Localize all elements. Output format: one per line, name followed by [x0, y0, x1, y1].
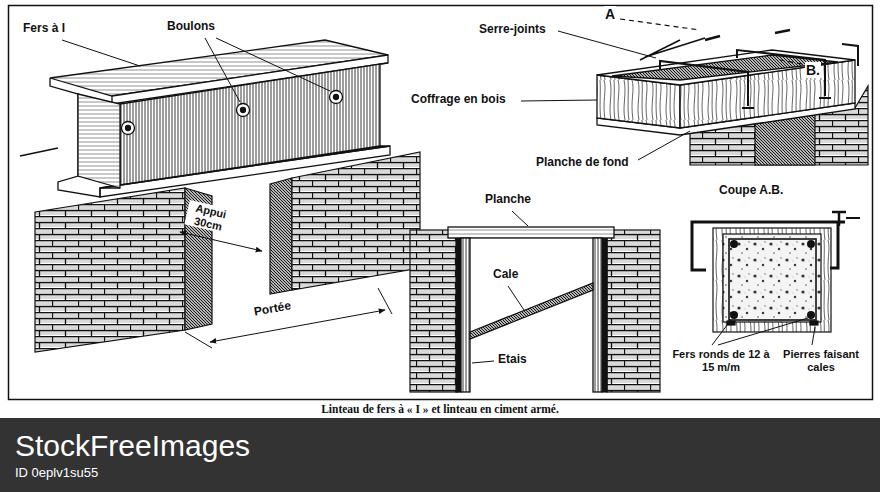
- props: [448, 227, 614, 238]
- part-label: Boulons: [166, 20, 216, 34]
- watermark-id: ID 0eplv1su55: [14, 466, 99, 481]
- i-beam: [20, 148, 58, 156]
- leader-lines: [521, 100, 597, 101]
- section-clamp: [832, 212, 846, 226]
- rebars: [730, 240, 815, 319]
- props: [461, 238, 470, 392]
- section-line: [780, 60, 802, 64]
- rebars: [730, 240, 738, 248]
- rebars: [807, 311, 815, 319]
- part-label: Fers ronds de 12 à 15 m/m: [668, 348, 774, 373]
- door-walls: [410, 230, 458, 392]
- formwork: [597, 50, 855, 135]
- section-letter: A: [604, 6, 616, 22]
- clamps: [640, 30, 858, 108]
- section-formwork: [713, 228, 831, 332]
- left-wall: [35, 188, 212, 352]
- section-formwork: [729, 239, 816, 320]
- clamps: [842, 44, 858, 66]
- leader-lines: [512, 211, 528, 226]
- left-wall: [35, 188, 185, 352]
- frame: [9, 6, 873, 400]
- clamps: [737, 50, 825, 96]
- part-label: Pierres faisant cales: [776, 348, 866, 373]
- rebars: [730, 311, 738, 319]
- leader-lines: [62, 40, 140, 66]
- bolts: [122, 91, 343, 135]
- i-beam: [78, 94, 120, 188]
- part-label: Coffrage en bois: [410, 93, 507, 107]
- props: [448, 227, 614, 392]
- bolts: [334, 95, 339, 100]
- section-clamp: [846, 217, 860, 219]
- leader-lines: [812, 327, 815, 345]
- part-label: Cale: [492, 268, 519, 282]
- section-line: [620, 19, 700, 30]
- props: [470, 283, 593, 339]
- formwork: [612, 55, 838, 80]
- section-clamp: [830, 222, 838, 268]
- clamps: [742, 107, 754, 109]
- i-beam: [380, 63, 388, 64]
- section-line: [620, 19, 802, 64]
- section-formwork: [723, 234, 821, 322]
- dimension-lines: [180, 232, 262, 251]
- section-clamp: [692, 222, 845, 270]
- bolts: [237, 104, 250, 117]
- leader-lines: [216, 38, 330, 91]
- clamps: [819, 97, 831, 99]
- leader-lines: [472, 361, 494, 363]
- dimension-lines: [210, 310, 385, 342]
- clamps: [705, 30, 790, 40]
- section-formwork: [713, 228, 831, 332]
- leader-lines: [712, 320, 731, 345]
- door-walls: [602, 238, 607, 392]
- leader-lines: [718, 318, 808, 345]
- door-walls: [410, 230, 660, 392]
- frame: [0, 418, 880, 492]
- dimension-lines: [180, 232, 392, 348]
- rebars: [807, 240, 815, 248]
- figure-caption: Linteau de fers à « I » et linteau en ci…: [0, 403, 880, 415]
- i-beam: [20, 40, 390, 197]
- i-beam: [50, 78, 120, 197]
- leader-lines: [521, 31, 690, 160]
- section-clamp: [692, 212, 860, 270]
- bolts: [126, 126, 131, 131]
- part-label: Serre-joints: [478, 23, 547, 37]
- right-wall: [270, 152, 420, 294]
- i-beam: [100, 146, 390, 197]
- leader-lines: [472, 211, 528, 363]
- dimension-lines: [185, 332, 212, 348]
- section-letter: B.: [805, 62, 821, 78]
- part-label: Etais: [497, 353, 528, 367]
- bolts: [122, 122, 135, 135]
- right-wall: [292, 152, 420, 290]
- part-label: Fers à I: [22, 22, 66, 36]
- section-formwork: [810, 321, 818, 325]
- door-walls: [456, 238, 461, 392]
- leader-lines: [62, 38, 330, 102]
- bolts: [330, 91, 343, 104]
- right-wall: [270, 178, 292, 294]
- watermark: StockFreeImages: [14, 429, 251, 464]
- part-label: Planche: [484, 193, 532, 207]
- leader-lines: [508, 286, 524, 310]
- leader-lines: [558, 31, 656, 58]
- door-walls: [607, 230, 660, 392]
- clamps: [660, 61, 748, 106]
- props: [593, 238, 602, 392]
- leader-lines: [638, 131, 690, 160]
- i-beam: [100, 146, 390, 188]
- section-title: Coupe A.B.: [718, 184, 784, 198]
- leader-lines: [712, 318, 815, 345]
- part-label: Planche de fond: [535, 156, 630, 170]
- bolts: [241, 108, 246, 113]
- leader-lines: [205, 38, 240, 102]
- formwork: [597, 50, 855, 85]
